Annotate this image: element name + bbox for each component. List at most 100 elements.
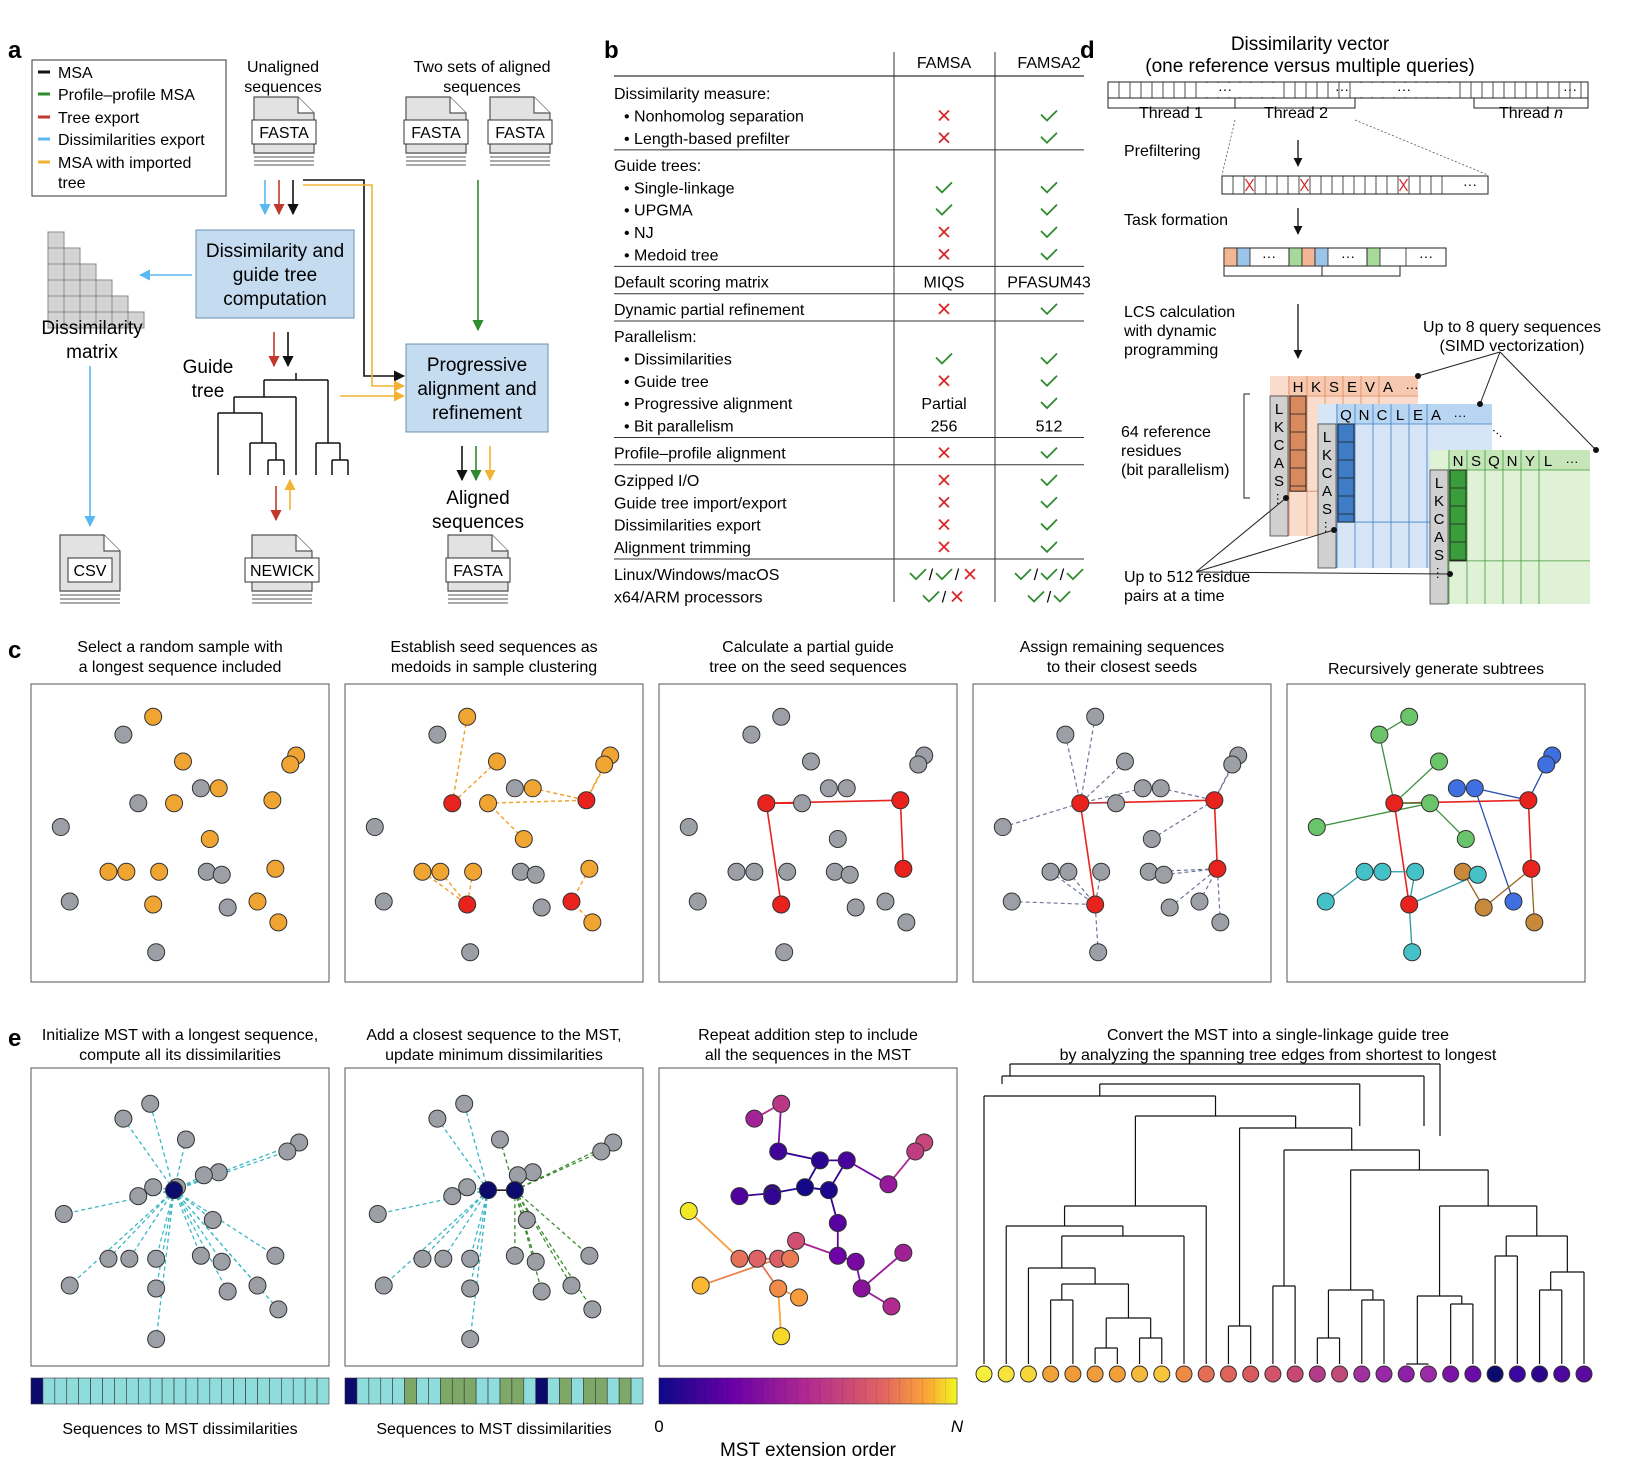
two-sets-label: Two sets of aligned — [414, 59, 551, 76]
matrix-cell — [63, 247, 81, 265]
row-label: • Guide tree — [624, 374, 709, 391]
sequence-node — [1519, 791, 1538, 810]
sequence-node — [532, 898, 551, 917]
panel-frame — [1286, 683, 1586, 983]
guide-tree-icon — [217, 373, 349, 475]
tree-edge — [514, 1190, 543, 1292]
query-residue: A — [1383, 379, 1393, 396]
sequence-node — [1115, 752, 1134, 771]
sequence-node — [1421, 794, 1440, 813]
bar-cell — [511, 1377, 525, 1405]
leaf-node — [1331, 1365, 1349, 1383]
legend-label: MSA — [58, 65, 93, 82]
table-row: • Medoid tree — [624, 247, 1058, 264]
table-row: Gzipped I/O — [614, 473, 1058, 490]
table-row: • Guide tree — [624, 374, 1058, 391]
sequence-node — [455, 1094, 474, 1113]
sequence-node — [1525, 913, 1544, 932]
sequence-node — [1370, 725, 1389, 744]
query-residue: H — [1293, 379, 1304, 396]
tree-edge — [1474, 788, 1515, 902]
bar-cell — [78, 1377, 91, 1405]
ref-residue: S — [1434, 547, 1444, 564]
tree-edge — [1393, 803, 1410, 905]
network-panel — [344, 1067, 644, 1367]
sequence-node — [278, 1142, 297, 1161]
row-label: Parallelism: — [614, 329, 697, 346]
filtered-cross-icon — [1245, 178, 1254, 192]
sequence-node — [1400, 895, 1419, 914]
bar-cell — [595, 1377, 608, 1405]
sequence-node — [1139, 862, 1158, 881]
ellipsis: ··· — [1397, 81, 1411, 97]
sequence-node — [147, 1330, 166, 1349]
check-icon — [1040, 303, 1058, 316]
tree-edge — [1094, 871, 1102, 905]
tree-edge — [436, 1118, 489, 1191]
check-icon — [1040, 352, 1058, 365]
check-icon — [1027, 590, 1045, 603]
step-title: by analyzing the spanning tree edges fro… — [1060, 1047, 1497, 1064]
sequence-node — [51, 818, 70, 837]
mst-edge — [688, 1210, 741, 1260]
file-format-label: FASTA — [411, 125, 461, 142]
sequence-node — [1041, 862, 1060, 881]
bar-cell — [30, 1377, 44, 1405]
sequence-node — [769, 1142, 788, 1161]
network-panel — [30, 1067, 330, 1367]
query-residue: E — [1413, 407, 1423, 424]
d-query-note: Up to 8 query sequences — [1423, 319, 1601, 336]
sequence-node — [1056, 725, 1075, 744]
ref-residue: S — [1274, 473, 1284, 490]
sequence-node — [150, 862, 169, 881]
cross-icon — [938, 496, 950, 508]
sequence-node — [191, 779, 210, 798]
progressive-box-label: Progressive — [427, 355, 527, 376]
panel-frame — [658, 1067, 958, 1367]
sequence-node — [144, 1178, 163, 1197]
step-title: Establish seed sequences as — [390, 639, 597, 656]
sequence-node — [1465, 779, 1484, 798]
step-title: to their closest seeds — [1047, 659, 1197, 676]
bar-cell — [66, 1377, 79, 1405]
check-icon — [935, 352, 953, 365]
panel-letter-e: e — [8, 1025, 21, 1052]
step-title: Add a closest sequence to the MST, — [366, 1027, 621, 1044]
dissimilarity-box — [195, 229, 355, 319]
check-icon — [1040, 226, 1058, 239]
slash: / — [942, 589, 947, 606]
matrix-cell — [63, 279, 81, 297]
fasta-file-icon: FASTA — [251, 96, 317, 166]
sequence-node — [461, 1279, 480, 1298]
tree-edge — [63, 1189, 175, 1215]
cross-icon — [938, 474, 950, 486]
prefiltered-vector — [1221, 175, 1489, 195]
sequence-node — [114, 725, 133, 744]
fasta-file-icon: FASTA — [487, 96, 553, 166]
panel-d: Dissimilarity vector (one reference vers… — [1107, 34, 1601, 605]
leaf-node — [1508, 1365, 1526, 1383]
sequence-node — [897, 913, 916, 932]
row-label: • NJ — [624, 225, 654, 242]
sequence-node — [679, 1202, 698, 1221]
sequence-node — [147, 1279, 166, 1298]
check-icon — [1040, 109, 1058, 122]
bar-cell — [440, 1377, 453, 1405]
sequence-node — [505, 1246, 524, 1265]
sequence-node — [248, 892, 267, 911]
sequence-node — [269, 913, 288, 932]
sequence-node — [248, 1276, 267, 1295]
d-pairs-note: Up to 512 residue — [1124, 569, 1250, 586]
sequence-node — [757, 794, 776, 813]
network-panel — [344, 683, 644, 983]
leaf-node — [1108, 1365, 1126, 1383]
table-row: Linux/Windows/macOS//// — [614, 567, 1084, 584]
tree-edge — [466, 871, 474, 905]
bar-cell — [499, 1377, 513, 1405]
cross-icon — [938, 248, 950, 260]
sequence-node — [191, 1246, 210, 1265]
sequence-node — [147, 1249, 166, 1268]
sequence-node — [144, 895, 163, 914]
bar-cell — [245, 1377, 258, 1405]
